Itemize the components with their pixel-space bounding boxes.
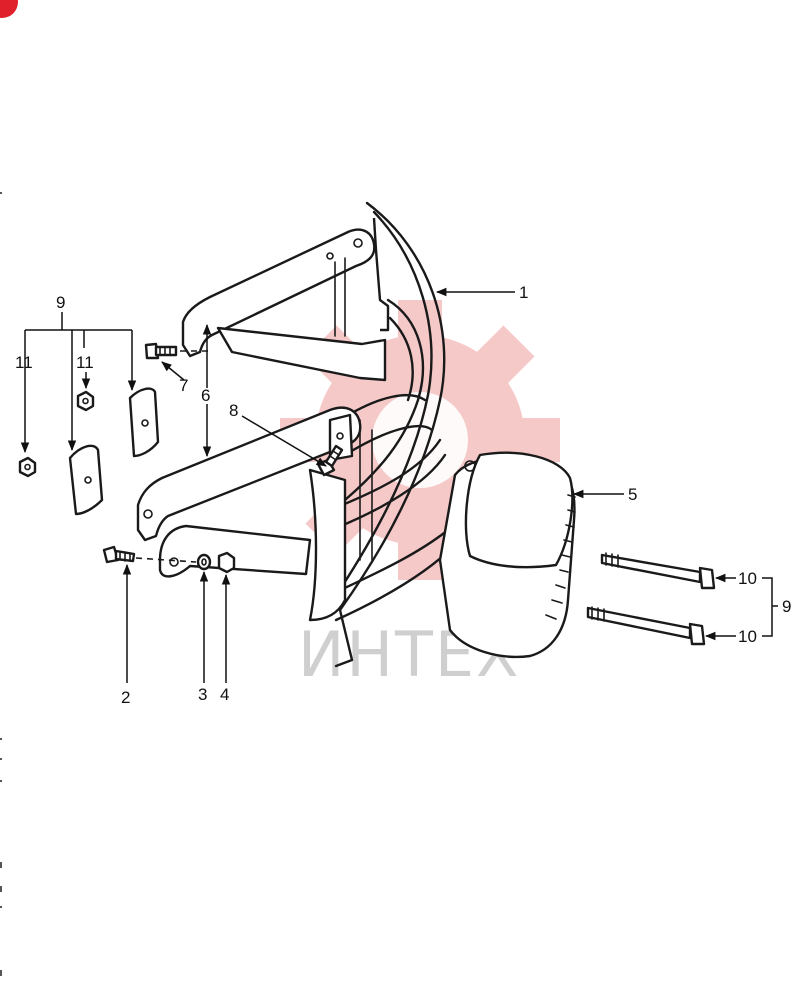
part-6-upper-stay [181, 217, 390, 382]
callout-4: 4 [220, 685, 229, 704]
part-4-nut [217, 551, 236, 574]
margin-marks [0, 192, 2, 976]
part-10-bolt-bottom [586, 606, 706, 646]
callout-5: 5 [628, 485, 637, 504]
callout-10-bottom: 10 [738, 627, 757, 646]
part-6-lower-stay [136, 406, 362, 622]
callout-9-right: 9 [782, 597, 791, 616]
callout-7: 7 [179, 376, 188, 395]
part-11-nut-upper [76, 390, 95, 412]
callout-10-top: 10 [738, 569, 757, 588]
part-5-headlamp [438, 451, 576, 658]
callout-11-b: 11 [76, 353, 94, 372]
callout-9-left: 9 [56, 293, 65, 312]
part-2-bolt [102, 545, 197, 564]
callout-8: 8 [229, 401, 238, 420]
part-11-nut-lower [18, 456, 37, 478]
callout-1: 1 [519, 283, 528, 302]
corner-badge [0, 0, 18, 18]
part-7-bolt [144, 342, 212, 360]
leader-lines [20, 287, 778, 683]
part-9-pad-lower [68, 444, 104, 516]
part-9-pad-upper [128, 387, 160, 458]
part-3-washer [196, 553, 212, 571]
part-10-bolt-top [600, 552, 716, 590]
callout-3: 3 [198, 685, 207, 704]
callout-11-a: 11 [15, 353, 33, 372]
callout-6: 6 [201, 386, 210, 405]
callout-2: 2 [121, 688, 130, 707]
